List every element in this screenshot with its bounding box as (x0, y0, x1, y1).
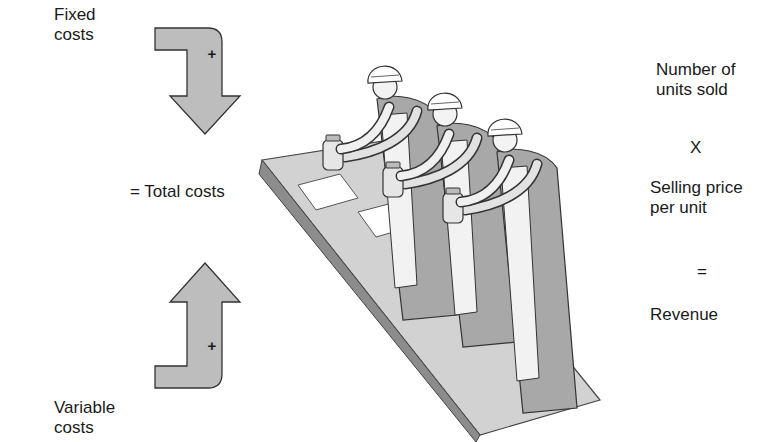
worker-body (497, 149, 577, 413)
worker-arm (401, 134, 449, 176)
label-text: Revenue (650, 305, 718, 324)
label-text: Selling price per unit (650, 178, 743, 217)
caption-label: Fixed costs (54, 5, 126, 46)
label-text: Number of units sold (656, 60, 735, 99)
cap-band (371, 75, 399, 77)
worker-arm (461, 160, 509, 202)
paper-sheet (298, 174, 358, 210)
caption-label: Number of units sold (656, 60, 756, 101)
arrow-outline (155, 263, 240, 388)
worker-cap (428, 93, 462, 110)
sign-text: + (200, 338, 224, 353)
caption-label: = Total costs (130, 182, 225, 202)
label-text: = Total costs (130, 182, 225, 201)
worker-arm (461, 160, 509, 202)
caption-label: = (697, 262, 727, 282)
label-text: X (690, 138, 701, 157)
jar-lid (326, 135, 340, 141)
caption-label: Selling price per unit (650, 178, 758, 219)
caption-label: Variable costs (54, 398, 134, 439)
caption-label: X (690, 138, 720, 158)
worker-cap (488, 119, 522, 136)
worker-figure (443, 119, 577, 413)
arrow-outline (155, 28, 240, 134)
worker-arm (341, 107, 389, 149)
arrow-shape (150, 22, 250, 140)
sign-text: + (200, 46, 224, 61)
cap-band (431, 102, 459, 104)
cap-band (491, 128, 519, 130)
worker-cap (368, 66, 402, 83)
jar-lid (446, 188, 460, 194)
label-text: = (697, 262, 707, 281)
worker-arm (341, 107, 389, 149)
bent-arrow: + (150, 22, 250, 140)
arrow-shape (150, 260, 250, 394)
bent-arrow: + (150, 260, 250, 394)
label-text: Variable costs (54, 398, 115, 437)
caption-label: Revenue (650, 305, 718, 325)
worker-arm (401, 134, 449, 176)
label-text: Fixed costs (54, 5, 96, 44)
jar-lid (386, 162, 400, 168)
